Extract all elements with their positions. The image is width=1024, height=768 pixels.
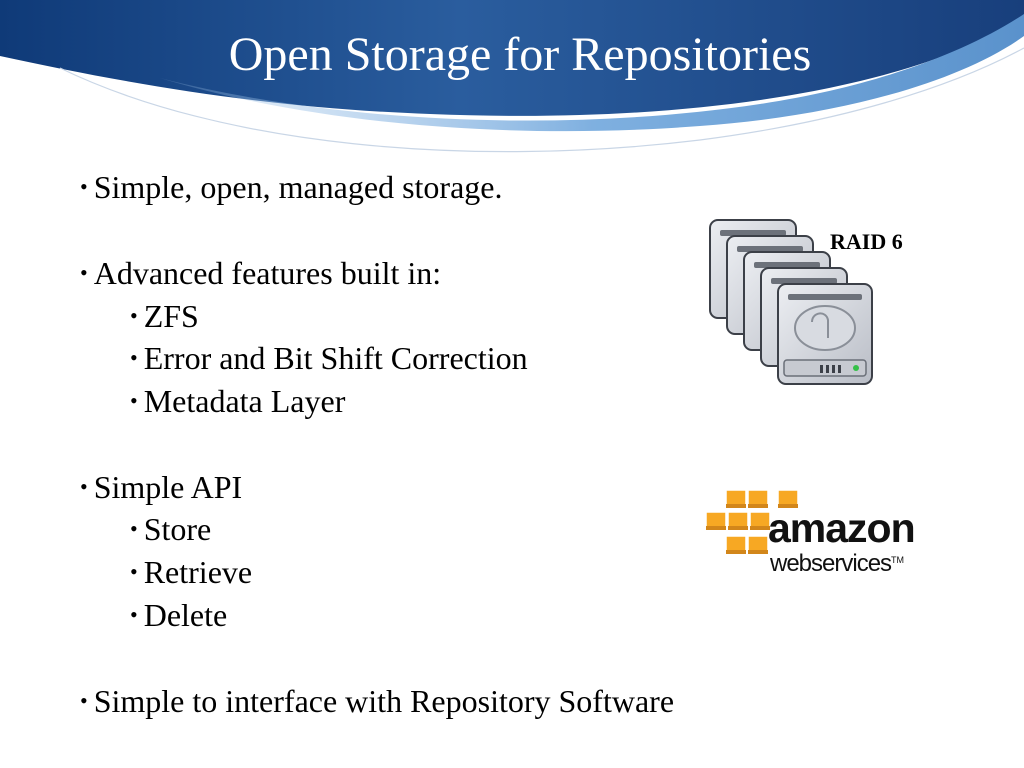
aws-logo-subtext: webservicesTM [770,546,904,578]
sub-bullet-item: •Error and Bit Shift Correction [130,339,528,377]
aws-trademark: TM [891,555,905,565]
aws-logo-text: amazon [768,505,916,551]
bullet-marker: • [130,345,138,370]
bullet-marker: • [130,303,138,328]
sub-bullet-item: •Retrieve [130,553,252,591]
bullet-item: •Simple API [80,468,242,506]
sub-bullet-item: •Metadata Layer [130,382,345,420]
bullet-text: Simple to interface with Repository Soft… [93,683,675,719]
bullet-text: Simple, open, managed storage. [93,169,503,205]
sub-bullet-item: •Delete [130,596,227,634]
bullet-item: •Advanced features built in: [80,254,441,292]
bullet-text: Advanced features built in: [93,255,442,291]
bullet-text: Error and Bit Shift Correction [143,340,528,376]
bullet-text: ZFS [143,298,199,334]
bullet-text: Retrieve [143,554,253,590]
sub-bullet-item: •Store [130,510,211,548]
bullet-item: •Simple, open, managed storage. [80,168,502,206]
slide-title: Open Storage for Repositories [228,28,812,81]
bullet-item: •Simple to interface with Repository Sof… [80,682,674,720]
bullet-marker: • [130,559,138,584]
bullet-marker: • [130,602,138,627]
bullet-marker: • [80,688,88,713]
aws-logo-subword: webservices [770,550,892,577]
aws-cubes-icon [705,489,799,555]
bullet-text: Delete [143,597,228,633]
bullet-text: Metadata Layer [143,383,346,419]
bullet-text: Simple API [93,469,243,505]
sub-bullet-item: •ZFS [130,297,199,335]
bullet-marker: • [80,174,88,199]
raid-label: RAID 6 [830,229,903,254]
bullet-marker: • [80,260,88,285]
bullet-text: Store [143,511,212,547]
hard-drive-stack-icon [709,219,873,385]
bullet-marker: • [80,474,88,499]
drive-icon [777,283,873,385]
bullet-marker: • [130,388,138,413]
title-banner [0,0,1024,153]
bullet-marker: • [130,516,138,541]
